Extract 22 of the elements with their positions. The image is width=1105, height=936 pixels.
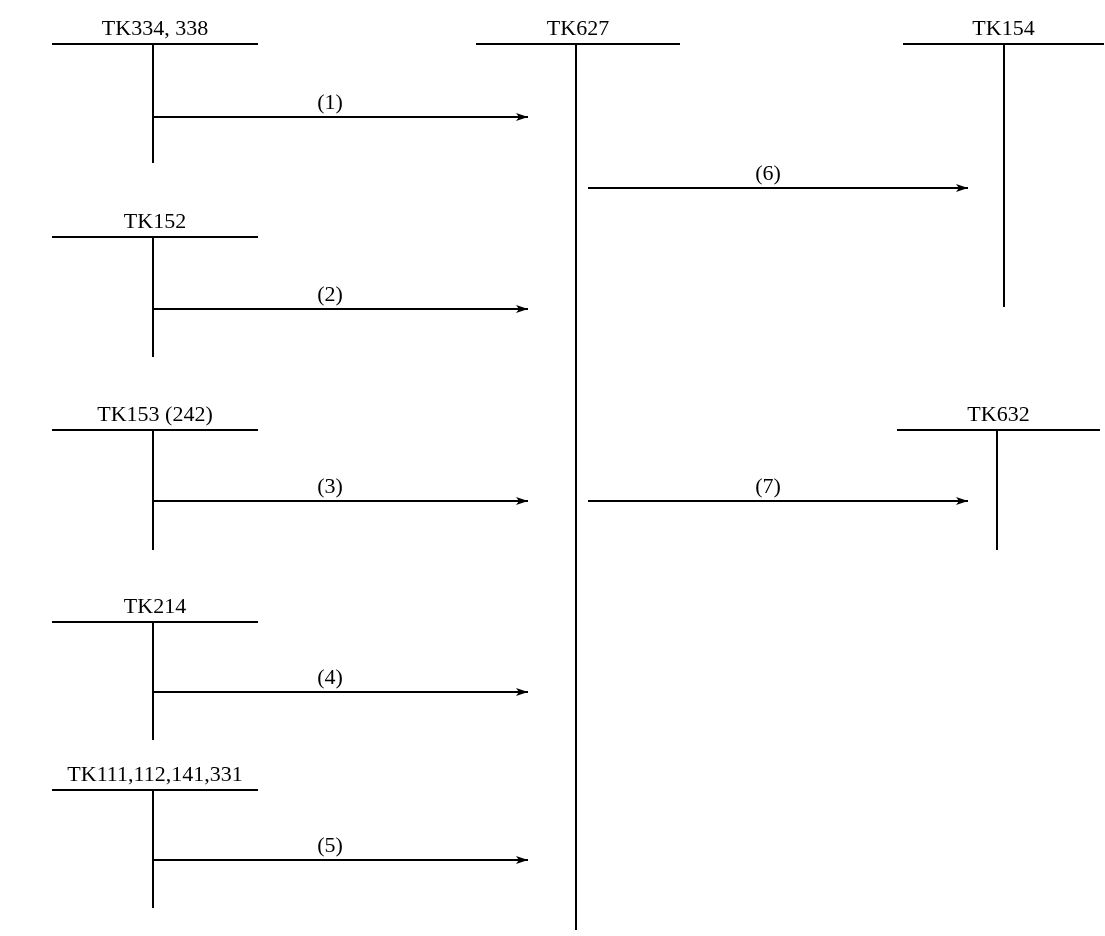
edge-label: (1) <box>317 91 343 113</box>
edge-label: (7) <box>755 475 781 497</box>
arrow <box>151 856 529 864</box>
arrow <box>151 688 529 696</box>
node-label: TK632 <box>967 403 1030 425</box>
node-label: TK627 <box>546 17 610 39</box>
node-label: TK214 <box>123 595 187 617</box>
edge-label: (5) <box>317 834 343 856</box>
node-label: TK334, 338 <box>101 17 209 39</box>
arrow <box>151 305 529 313</box>
edge-label: (2) <box>317 283 343 305</box>
node-label: TK111,112,141,331 <box>67 763 243 785</box>
node-label: TK154 <box>972 17 1035 39</box>
edge-label: (6) <box>755 162 781 184</box>
arrow <box>587 184 969 192</box>
edge-label: (3) <box>317 475 343 497</box>
node-label: TK153 (242) <box>97 403 213 425</box>
node-label: TK152 <box>123 210 187 232</box>
arrow <box>151 497 529 505</box>
edge-label: (4) <box>317 666 343 688</box>
arrow <box>151 113 529 121</box>
arrow <box>587 497 969 505</box>
